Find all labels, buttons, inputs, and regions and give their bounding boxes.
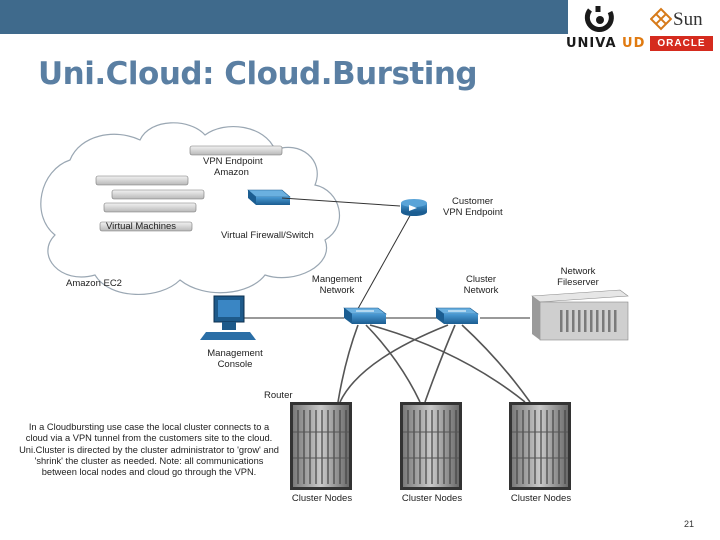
cluster-nodes-label: Cluster Nodes bbox=[291, 493, 353, 504]
sun-logo-icon bbox=[650, 7, 673, 31]
cluster-network-switch-icon bbox=[435, 307, 479, 324]
virtual-machines-label: Virtual Machines bbox=[106, 221, 177, 232]
virtual-firewall-label: Virtual Firewall/Switch bbox=[221, 230, 314, 241]
amazon-ec2-label: Amazon EC2 bbox=[66, 278, 122, 289]
cluster-node-rack-icon bbox=[290, 402, 352, 490]
virtual-machine-server bbox=[95, 145, 283, 232]
page-title: Uni.Cloud: Cloud.Bursting bbox=[38, 56, 478, 92]
cluster-network-sublabel: Network bbox=[463, 285, 499, 296]
cluster-node-rack-icon bbox=[400, 402, 462, 490]
univa-logo-icon bbox=[584, 6, 614, 32]
cluster-node-rack-icon bbox=[509, 402, 571, 490]
management-console-sublabel: Console bbox=[217, 359, 253, 370]
management-network-label: Mangement bbox=[311, 274, 363, 285]
management-console-icon bbox=[200, 295, 256, 340]
univa-ud-text: UD bbox=[622, 36, 646, 51]
virtual-firewall-switch-icon bbox=[247, 189, 291, 205]
cluster-nodes-label: Cluster Nodes bbox=[401, 493, 463, 504]
management-network-sublabel: Network bbox=[319, 285, 355, 296]
sun-text: Sun bbox=[673, 9, 703, 30]
network-fileserver-sublabel: Fileserver bbox=[557, 277, 599, 288]
network-fileserver-label: Network bbox=[560, 266, 596, 277]
univa-wordmark: UNIVA UD bbox=[566, 36, 646, 51]
oracle-logo: ORACLE bbox=[650, 36, 713, 51]
management-console-label: Management bbox=[207, 348, 263, 359]
management-network-switch-icon bbox=[343, 307, 387, 324]
customer-vpn-sublabel: VPN Endpoint bbox=[443, 207, 503, 218]
univa-text: UNIVA bbox=[566, 36, 617, 51]
cluster-network-label: Cluster bbox=[465, 274, 497, 285]
customer-vpn-label: Customer bbox=[452, 196, 494, 207]
vpn-endpoint-amazon-label: VPN Endpoint bbox=[203, 156, 263, 167]
cluster-nodes-label: Cluster Nodes bbox=[510, 493, 572, 504]
network-fileserver-icon bbox=[531, 289, 629, 341]
vpn-endpoint-amazon-sublabel: Amazon bbox=[214, 167, 249, 178]
description-text: In a Cloudbursting use case the local cl… bbox=[19, 422, 279, 478]
customer-vpn-router-icon bbox=[401, 199, 427, 216]
router-label: Router bbox=[264, 390, 293, 401]
page-number: 21 bbox=[684, 519, 695, 529]
